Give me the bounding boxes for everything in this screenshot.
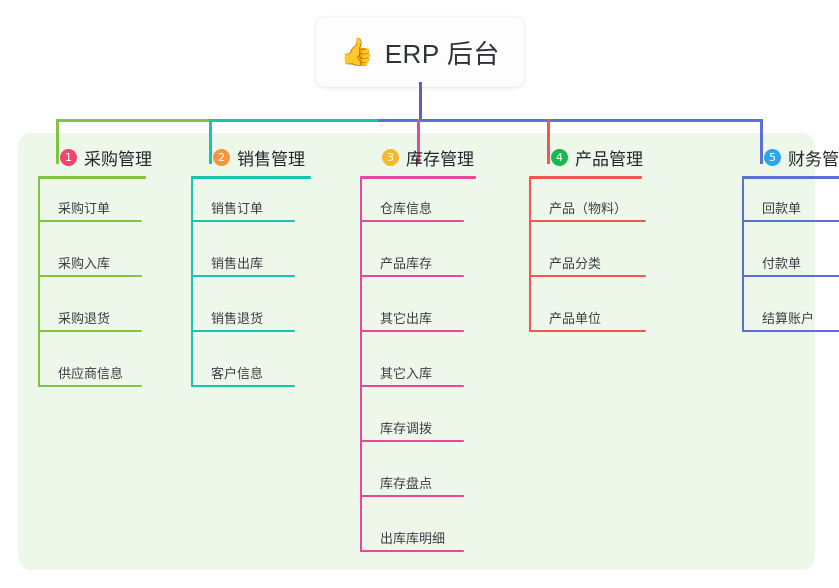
leaf-label: 客户信息 xyxy=(211,366,264,381)
column-drop-connector-3 xyxy=(417,119,420,164)
column-underline-1 xyxy=(38,176,146,179)
leaf-label: 结算账户 xyxy=(762,311,815,326)
thumbs-up-icon: 👍 xyxy=(340,36,374,67)
column-title-5: 财务管理 xyxy=(788,149,839,169)
leaf-label: 销售退货 xyxy=(211,311,264,326)
leaf-label: 供应商信息 xyxy=(58,366,124,381)
leaf-label: 采购订单 xyxy=(58,201,111,216)
column-header-5[interactable]: 5 财务管理 xyxy=(742,145,839,169)
leaf-label: 采购退货 xyxy=(58,311,111,326)
leaf-underline xyxy=(360,385,464,387)
column-drop-connector-1 xyxy=(56,119,59,164)
column-1: 1 采购管理采购订单采购入库采购退货供应商信息 xyxy=(38,145,152,387)
leaf-underline xyxy=(191,385,295,387)
leaf-underline xyxy=(38,385,142,387)
column-trunk-4 xyxy=(529,178,531,332)
column-drop-connector-4 xyxy=(547,119,550,164)
leaf-underline xyxy=(529,330,646,332)
column-title-2: 销售管理 xyxy=(237,149,305,169)
leaf-label: 其它入库 xyxy=(380,366,433,381)
connector-bar-segment-2 xyxy=(209,119,378,122)
leaf-underline xyxy=(529,275,646,277)
leaf-label: 采购入库 xyxy=(58,256,111,271)
leaf-label: 产品库存 xyxy=(380,256,433,271)
leaf-label: 销售出库 xyxy=(211,256,264,271)
leaf-underline xyxy=(529,220,646,222)
column-trunk-1 xyxy=(38,178,40,387)
leaf-label: 库存盘点 xyxy=(380,476,433,491)
leaf-underline xyxy=(360,275,464,277)
leaf-underline xyxy=(742,330,839,332)
column-4: 4 产品管理产品（物料） 产品分类产品单位 xyxy=(529,145,646,332)
leaf-label: 产品（物料） xyxy=(549,201,628,216)
leaf-underline xyxy=(191,330,295,332)
column-3: 3 库存管理仓库信息产品库存其它出库其它入库库存调拨库存盘点出库库明细 xyxy=(360,145,476,552)
root-title: ERP 后台 xyxy=(384,38,500,69)
column-title-1: 采购管理 xyxy=(84,149,152,169)
column-underline-4 xyxy=(529,176,642,179)
column-2: 2 销售管理销售订单销售出库销售退货客户信息 xyxy=(191,145,311,387)
leaf-label: 仓库信息 xyxy=(380,201,433,216)
column-header-4[interactable]: 4 产品管理 xyxy=(529,145,643,169)
column-badge-5: 5 xyxy=(764,148,781,166)
root-stem-connector xyxy=(419,82,422,122)
column-header-1[interactable]: 1 采购管理 xyxy=(38,145,152,169)
column-header-2[interactable]: 2 销售管理 xyxy=(191,145,305,169)
column-underline-3 xyxy=(360,176,476,179)
leaf-label: 销售订单 xyxy=(211,201,264,216)
root-node[interactable]: 👍 ERP 后台 xyxy=(316,17,524,87)
leaf-underline xyxy=(38,330,142,332)
column-underline-2 xyxy=(191,176,311,179)
column-title-4: 产品管理 xyxy=(575,149,643,169)
column-5: 5 财务管理回款单付款单结算账户 xyxy=(742,145,839,332)
column-badge-3: 3 xyxy=(382,148,399,166)
column-trunk-5 xyxy=(742,178,744,332)
leaf-label: 付款单 xyxy=(762,256,802,271)
column-trunk-3 xyxy=(360,178,362,552)
leaf-label: 回款单 xyxy=(762,201,802,216)
leaf-underline xyxy=(191,220,295,222)
leaf-underline xyxy=(360,220,464,222)
column-underline-5 xyxy=(742,176,839,179)
leaf-label: 其它出库 xyxy=(380,311,433,326)
leaf-underline xyxy=(360,330,464,332)
column-drop-connector-2 xyxy=(209,119,212,164)
column-badge-1: 1 xyxy=(60,148,77,166)
column-header-3[interactable]: 3 库存管理 xyxy=(360,145,474,169)
leaf-label: 出库库明细 xyxy=(380,531,446,546)
leaf-underline xyxy=(38,275,142,277)
leaf-underline xyxy=(38,220,142,222)
column-drop-connector-5 xyxy=(760,119,763,164)
column-badge-2: 2 xyxy=(213,148,230,166)
column-title-3: 库存管理 xyxy=(406,149,474,169)
leaf-label: 产品单位 xyxy=(549,311,602,326)
column-trunk-2 xyxy=(191,178,193,387)
branches-panel xyxy=(18,133,815,570)
leaf-underline xyxy=(360,495,464,497)
connector-bar-segment-3 xyxy=(378,119,762,122)
leaf-underline xyxy=(742,275,839,277)
column-badge-4: 4 xyxy=(551,148,568,166)
connector-bar-segment-1 xyxy=(56,119,209,122)
leaf-underline xyxy=(742,220,839,222)
leaf-label: 产品分类 xyxy=(549,256,602,271)
leaf-label: 库存调拨 xyxy=(380,421,433,436)
leaf-underline xyxy=(191,275,295,277)
leaf-underline xyxy=(360,550,464,552)
leaf-underline xyxy=(360,440,464,442)
